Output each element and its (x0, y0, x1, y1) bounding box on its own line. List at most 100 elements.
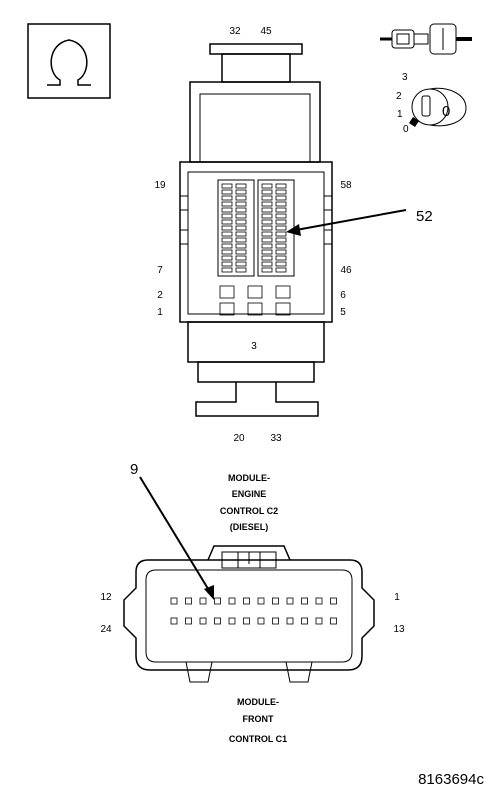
pin-58-label: 58 (340, 180, 352, 191)
c2-terminal-bank-right (261, 183, 287, 273)
c1-terminal-cavity (286, 597, 294, 605)
c1-terminal-cavity (185, 597, 192, 605)
c2-terminal-cavity (261, 207, 273, 213)
c2-power-terminal (275, 302, 291, 316)
c2-terminal-cavity (221, 201, 233, 207)
c2-terminal-cavity (261, 195, 273, 201)
c2-terminal-cavity (275, 225, 287, 231)
pin-1-c1-label: 1 (394, 592, 400, 603)
c1-terminal-cavity (228, 617, 236, 625)
c1-caption-line-2: FRONT (243, 714, 274, 724)
pin-45-label: 45 (260, 26, 272, 37)
c1-terminal-cavity (257, 617, 265, 625)
c2-terminal-cavity (235, 219, 247, 225)
pin-5-label: 5 (340, 307, 346, 318)
c1-terminal-cavity (170, 597, 178, 605)
c1-terminal-cavity (243, 597, 250, 605)
c2-terminal-cavity (235, 207, 247, 213)
ignition-position-2: 2 (396, 91, 402, 102)
c2-terminal-cavity (275, 249, 287, 255)
ignition-position-0: 0 (403, 124, 409, 135)
c2-terminal-cavity (235, 201, 247, 207)
c2-terminal-cavity (261, 231, 273, 237)
c2-terminal-cavity (275, 219, 287, 225)
c2-terminal-cavity (221, 225, 233, 231)
c1-caption-line-3: CONTROL C1 (229, 734, 287, 744)
c1-terminal-cavity (301, 597, 308, 605)
c2-terminal-cavity (235, 213, 247, 219)
pin-33-label: 33 (270, 433, 282, 444)
c2-terminal-cavity (275, 261, 287, 267)
c2-terminal-cavity (275, 183, 287, 189)
pin-32-label: 32 (229, 26, 241, 37)
figure-id: 8163694c (418, 771, 484, 788)
c2-power-terminal (247, 302, 263, 316)
c2-title-line-2: ENGINE (232, 489, 267, 499)
c2-terminal-cavity (261, 243, 273, 249)
c2-terminal-cavity (235, 249, 247, 255)
c2-terminal-cavity (221, 237, 233, 243)
c2-terminal-cavity (221, 255, 233, 261)
pin-12-label: 12 (100, 592, 112, 603)
c1-terminal-cavity (272, 597, 279, 605)
c2-power-terminals (219, 285, 291, 316)
c2-title-line-1: MODULE- (228, 473, 270, 483)
c2-terminal-cavity (261, 261, 273, 267)
c1-terminal-cavity (315, 597, 323, 605)
pin-2-label: 2 (157, 290, 163, 301)
c2-terminal-cavity (275, 189, 287, 195)
ignition-position-3: 3 (402, 72, 408, 83)
c1-terminal-cavities (170, 597, 337, 625)
ignition-switch-icon (380, 23, 472, 55)
c2-terminal-cavity (275, 243, 287, 249)
c2-terminal-cavity (221, 219, 233, 225)
pin-19-label: 19 (154, 180, 166, 191)
c2-terminal-cavity (235, 255, 247, 261)
front-control-c1-connector (123, 545, 375, 683)
c2-terminal-cavity (221, 243, 233, 249)
c2-terminal-cavity (221, 213, 233, 219)
c2-terminal-cavity (275, 255, 287, 261)
pin-24-label: 24 (100, 624, 112, 635)
c1-terminal-cavity (199, 617, 207, 625)
c2-terminal-cavity (221, 189, 233, 195)
c2-terminal-cavity (235, 243, 247, 249)
c2-terminal-bank-left (221, 183, 247, 273)
c1-terminal-cavity (286, 617, 294, 625)
c1-terminal-cavity (243, 617, 250, 625)
c2-terminal-cavity (261, 219, 273, 225)
pin-6-label: 6 (340, 290, 346, 301)
c2-power-terminal (219, 302, 235, 316)
pin-3-label: 3 (251, 341, 257, 352)
c2-terminal-cavity (261, 213, 273, 219)
c2-terminal-cavity (261, 183, 273, 189)
ignition-key-icon: 3 2 1 0 0 (396, 72, 467, 135)
ohm-symbol-icon (27, 23, 111, 99)
c2-terminal-cavity (275, 267, 287, 273)
c2-terminal-cavity (261, 267, 273, 273)
callout-52: 52 (286, 208, 433, 236)
c2-terminal-cavity (221, 195, 233, 201)
c2-terminal-cavity (235, 183, 247, 189)
c1-terminal-cavity (257, 597, 265, 605)
c2-terminal-cavity (221, 261, 233, 267)
c2-terminal-cavity (221, 231, 233, 237)
callout-9: 9 (130, 461, 214, 600)
c2-terminal-cavity (275, 237, 287, 243)
c2-terminal-cavity (235, 237, 247, 243)
c2-terminal-cavity (261, 225, 273, 231)
pin-46-label: 46 (340, 265, 352, 276)
c1-caption-line-1: MODULE- (237, 697, 279, 707)
ignition-position-1: 1 (397, 109, 403, 120)
pin-1-label: 1 (157, 307, 163, 318)
c1-terminal-cavity (214, 617, 221, 625)
c2-terminal-cavity (235, 195, 247, 201)
c2-terminal-cavity (235, 261, 247, 267)
c2-title-line-4: (DIESEL) (230, 522, 269, 532)
c2-terminal-cavity (261, 249, 273, 255)
c2-terminal-cavity (261, 255, 273, 261)
c2-terminal-cavity (275, 195, 287, 201)
c2-terminal-cavity (221, 207, 233, 213)
c2-terminal-cavity (275, 231, 287, 237)
pin-7-label: 7 (157, 265, 163, 276)
